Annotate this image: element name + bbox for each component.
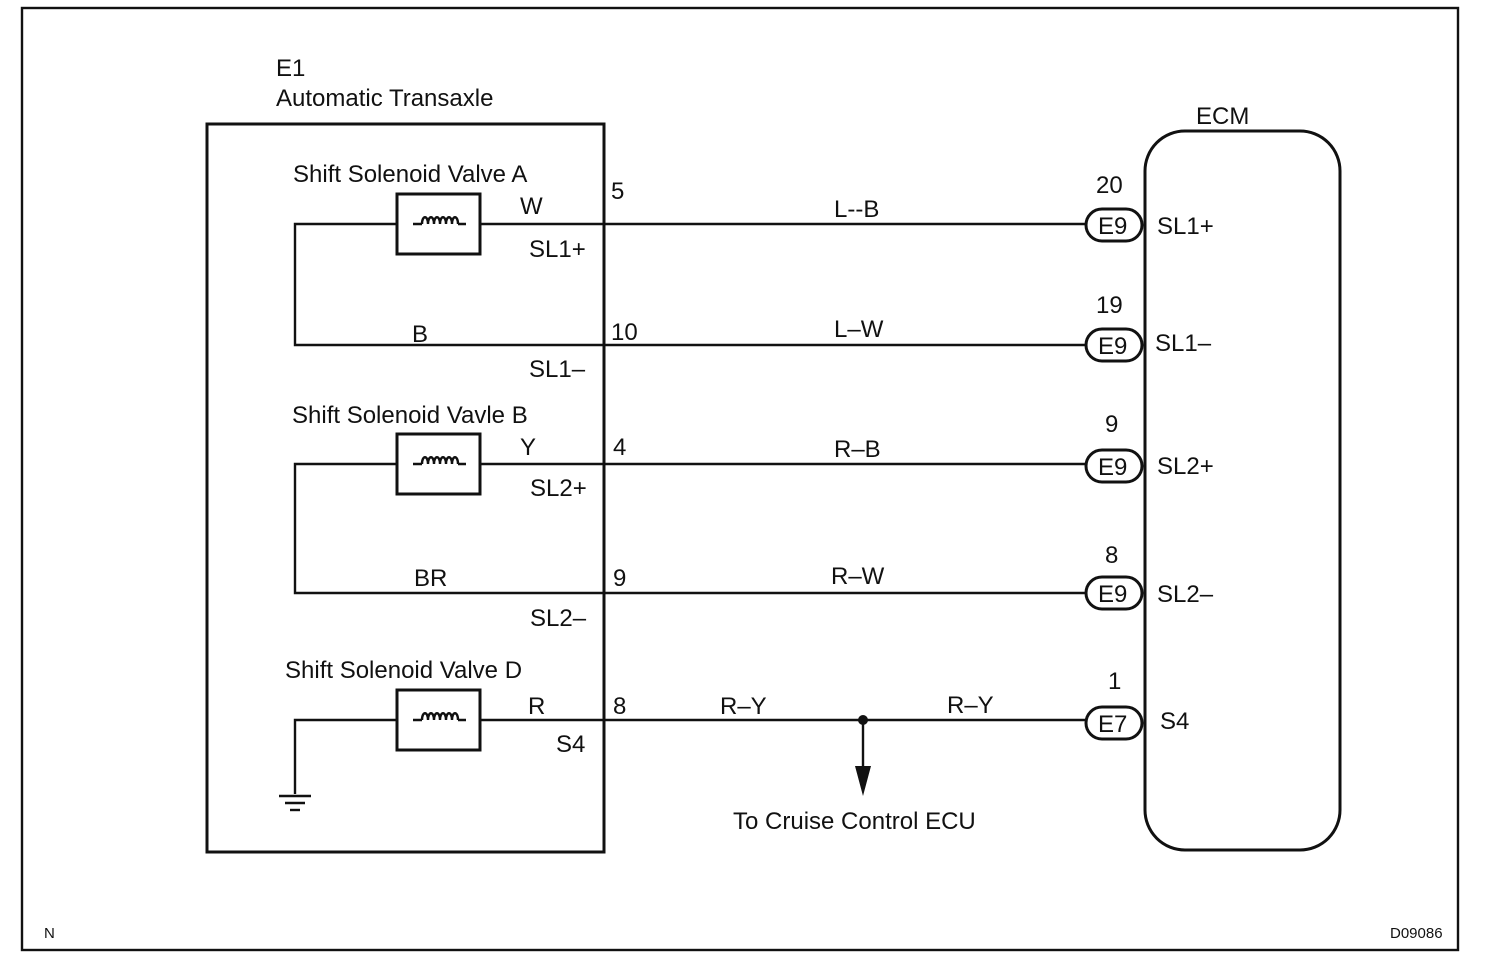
sl1m-terminal: SL1– [529,356,586,383]
footer-code: D09086 [1390,925,1443,942]
svg-text:E7: E7 [1098,711,1127,738]
sl1p-pin: 5 [611,178,624,205]
s4-wire-color-right: R–Y [947,692,994,719]
valve-a-loop-wire [293,222,1086,347]
s4-ecm-terminal: S4 [1160,708,1189,735]
sl2p-terminal: SL2+ [530,475,587,502]
sl1p-wire-color: L--B [834,196,879,223]
ecm-label: ECM [1196,103,1249,130]
svg-text:E9: E9 [1098,581,1127,608]
sl2p-pin: 4 [613,434,626,461]
sl1m-pin: 10 [611,319,638,346]
sl2p-ecm-terminal: SL2+ [1157,453,1214,480]
ecm-box [1143,129,1342,852]
ground-icon [279,794,311,812]
sl2m-connector: E9 [1084,575,1144,611]
s4-inner-wire: R [528,693,545,720]
sl2m-pin: 9 [613,565,626,592]
footer-left: N [44,925,55,942]
cruise-label: To Cruise Control ECU [733,808,976,835]
sl1m-inner-wire: B [412,321,428,348]
sl1p-inner-wire: W [520,193,543,220]
diagram-frame [20,6,1460,952]
e1-name: Automatic Transaxle [276,85,493,112]
s4-pin: 8 [613,693,626,720]
s4-connector: E7 [1084,705,1144,741]
sl1p-connector: E9 [1084,207,1144,243]
sl2m-inner-wire: BR [414,565,447,592]
valve-b-loop-wire [293,462,1086,595]
valve-d-solenoid [395,688,482,752]
e1-code: E1 [276,55,305,82]
arrow-down-icon [855,766,871,796]
sl1p-terminal: SL1+ [529,236,586,263]
valve-d-ground-wire [293,718,397,794]
svg-text:E9: E9 [1098,454,1127,481]
sl1m-ecm-pin: 19 [1096,292,1123,319]
sl1m-wire-color: L–W [834,316,884,343]
svg-text:E9: E9 [1098,333,1127,360]
svg-text:E9: E9 [1098,213,1127,240]
valve-b-solenoid [395,432,482,496]
sl2p-inner-wire: Y [520,434,536,461]
sl2m-wire-color: R–W [831,563,885,590]
sl2p-connector: E9 [1084,448,1144,484]
sl1p-ecm-pin: 20 [1096,172,1123,199]
sl1p-ecm-terminal: SL1+ [1157,213,1214,240]
valve-b-label: Shift Solenoid Vavle B [292,402,528,429]
sl2m-terminal: SL2– [530,605,587,632]
valve-a-solenoid [395,192,482,256]
sl1m-ecm-terminal: SL1– [1155,330,1212,357]
sl2m-ecm-terminal: SL2– [1157,581,1214,608]
s4-terminal: S4 [556,731,585,758]
sl2p-wire-color: R–B [834,436,881,463]
s4-ecm-pin: 1 [1108,668,1121,695]
e1-transaxle-box [205,122,606,854]
s4-wire-color-left: R–Y [720,693,767,720]
valve-a-label: Shift Solenoid Valve A [293,161,527,188]
valve-d-label: Shift Solenoid Valve D [285,657,522,684]
sl2m-ecm-pin: 8 [1105,542,1118,569]
sl1m-connector: E9 [1084,327,1144,363]
sl2p-ecm-pin: 9 [1105,411,1118,438]
